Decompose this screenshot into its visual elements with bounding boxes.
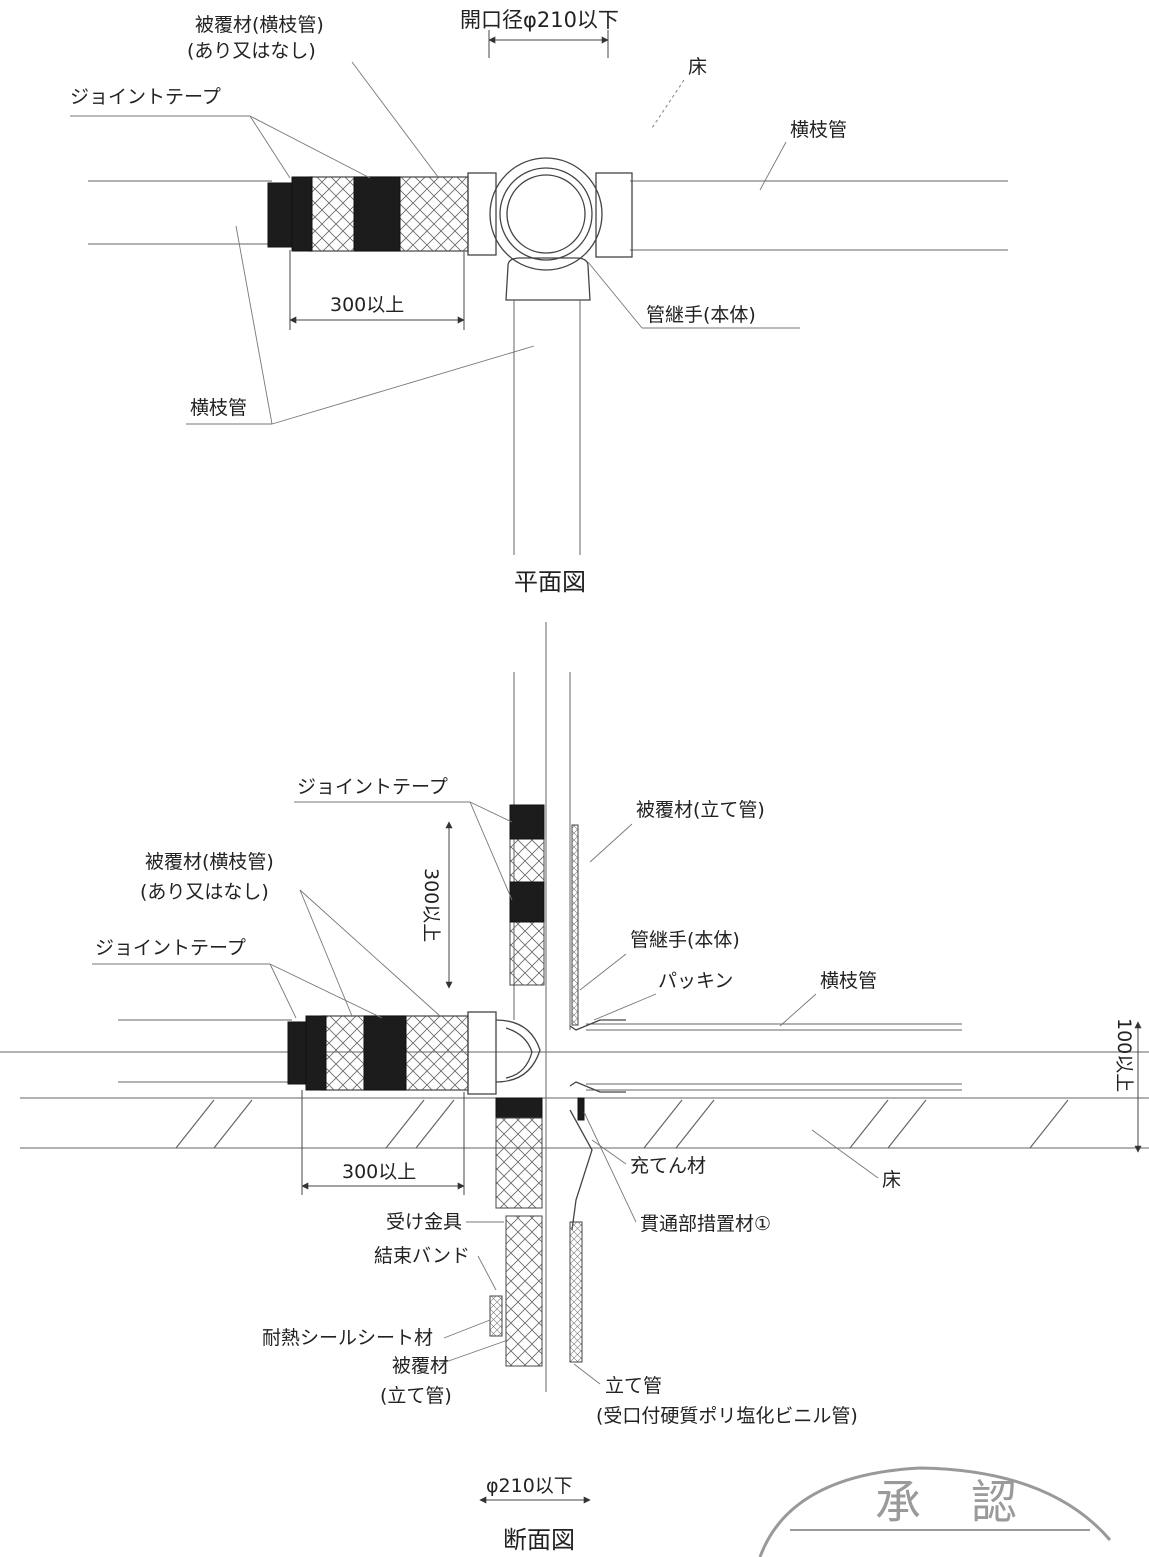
fitting-body-leader-plan xyxy=(587,261,643,329)
floor-label-section: 床 xyxy=(882,1169,901,1191)
floor-hatch xyxy=(175,1099,1069,1149)
penetration-material-strip xyxy=(577,1097,585,1121)
fitting-socket-left xyxy=(467,172,497,256)
fitting-socket-right xyxy=(595,172,633,258)
joint-tape-left-leader-1 xyxy=(269,963,297,1019)
length-dim-label-plan: 300以上 xyxy=(330,294,404,316)
floor-leader-section xyxy=(811,1129,879,1179)
section-view: ジョイントテープ 被覆材(立て管) 被覆材(横枝管) (あり又はなし) 300以… xyxy=(0,622,1149,1554)
fitting-section-bend-inner xyxy=(505,1027,533,1079)
packing-upper xyxy=(569,1019,626,1031)
branch-pipe-right-label: 横枝管 xyxy=(790,119,847,141)
covering-branch-leader-section-2 xyxy=(299,889,441,1017)
covering-branch-label-section: 被覆材(横枝管) xyxy=(145,851,274,873)
covering-riser-lower xyxy=(505,1215,543,1367)
joint-tape-section-2 xyxy=(363,1015,407,1091)
joint-tape-label-plan: ジョイントテープ xyxy=(70,86,221,108)
floor-label-plan: 床 xyxy=(688,56,707,78)
covering-riser-right-strip xyxy=(571,824,579,1026)
binding-band-label: 結束バンド xyxy=(374,1245,470,1267)
fitting-body-inner xyxy=(506,174,586,254)
branch-pipe-left-leader-1 xyxy=(235,225,273,425)
filler-leader xyxy=(591,1139,627,1165)
joint-tape-top-leader-1 xyxy=(469,801,513,823)
covering-branch-label-plan: 被覆材(横枝管) xyxy=(195,14,324,36)
joint-tape-section-1b xyxy=(305,1015,327,1091)
fitting-socket-lower xyxy=(505,257,591,301)
joint-tape-riser-lower xyxy=(495,1097,543,1119)
covering-riser-lower-upper xyxy=(495,1117,543,1209)
fitting-body-leader-section xyxy=(579,953,627,991)
joint-tape-plan-2 xyxy=(353,176,401,252)
joint-tape-left-leader-2 xyxy=(269,963,383,1019)
floor-leader-plan xyxy=(651,79,685,129)
fitting-section-socket-left xyxy=(467,1011,497,1095)
joint-tape-riser-2 xyxy=(509,881,545,923)
packing-lower xyxy=(569,1081,626,1093)
fitting-body-outer xyxy=(489,157,603,271)
branch-pipe-right-leader xyxy=(759,141,787,191)
filler-label: 充てん材 xyxy=(630,1155,706,1177)
covering-branch-sub-plan: (あり又はなし) xyxy=(187,40,316,62)
joint-tape-plan-1 xyxy=(267,182,295,248)
covering-riser-lower-leader xyxy=(439,1339,509,1365)
branch-pipe-left-leader-2 xyxy=(271,345,535,425)
joint-tape-top-leader-2 xyxy=(469,801,513,901)
section-view-title: 断面図 xyxy=(503,1526,575,1554)
heat-seal-sheet-left xyxy=(489,1295,503,1337)
vertical-dim-label: 300以上 xyxy=(420,868,442,942)
horizontal-dim-label: 300以上 xyxy=(342,1161,416,1183)
joint-tape-riser-1 xyxy=(509,804,545,840)
joint-tape-leader-plan-2 xyxy=(249,115,371,179)
plan-view-title: 平面図 xyxy=(514,568,586,596)
riser-pipe-spec: (受口付硬質ポリ塩化ビニル管) xyxy=(596,1405,858,1427)
covering-riser-label: 被覆材(立て管) xyxy=(636,799,765,821)
fitting-section-bend xyxy=(495,1019,541,1083)
covering-riser-lower-right xyxy=(569,1221,583,1363)
covering-riser-lower-sub: (立て管) xyxy=(380,1385,452,1407)
covering-branch-leader-section-1 xyxy=(299,889,353,1017)
plan-view: 開口径φ210以下 床 横枝管 被覆材(横枝管) (あり又はなし) ジョイントテ… xyxy=(70,8,1008,596)
filler-material xyxy=(569,1109,593,1231)
fitting-body-label-section: 管継手(本体) xyxy=(630,929,740,951)
branch-pipe-left-label: 横枝管 xyxy=(190,397,247,419)
stamp-arc xyxy=(758,1466,1112,1557)
covering-branch-sub-section: (あり又はなし) xyxy=(140,881,269,903)
packing-leader xyxy=(593,993,657,1021)
branch-pipe-section-leader xyxy=(779,993,817,1027)
covering-riser-lower-label: 被覆材 xyxy=(392,1355,449,1377)
fitting-body-label-plan: 管継手(本体) xyxy=(646,304,756,326)
joint-tape-leader-plan-1 xyxy=(249,115,291,179)
depth-dim-label: 100以上 xyxy=(1113,1018,1135,1092)
packing-label: パッキン xyxy=(658,970,733,992)
riser-pipe-leader xyxy=(573,1363,601,1385)
covering-riser-leader xyxy=(589,823,633,863)
diameter-dim-label: φ210以下 xyxy=(486,1475,573,1497)
covering-branch-leader-plan xyxy=(351,61,439,178)
joint-tape-top-label: ジョイントテープ xyxy=(297,776,448,798)
joint-tape-plan-1b xyxy=(291,176,313,252)
stamp-text: 承認 xyxy=(875,1475,1067,1529)
branch-pipe-section-label: 横枝管 xyxy=(820,970,877,992)
approval-stamp: 承認 xyxy=(758,1466,1112,1557)
joint-tape-left-label: ジョイントテープ xyxy=(95,937,246,959)
heat-seal-sheet-label: 耐熱シールシート材 xyxy=(262,1327,433,1349)
fitting-body-ring xyxy=(499,167,593,261)
opening-dim-label: 開口径φ210以下 xyxy=(460,8,619,32)
penetration-material-label: 貫通部措置材① xyxy=(640,1213,771,1235)
penetration-material-leader xyxy=(583,1111,637,1223)
receiving-bracket-label: 受け金具 xyxy=(386,1211,462,1233)
heat-seal-sheet-leader xyxy=(443,1319,491,1339)
binding-band-leader xyxy=(477,1255,497,1291)
riser-pipe-label: 立て管 xyxy=(605,1375,662,1397)
